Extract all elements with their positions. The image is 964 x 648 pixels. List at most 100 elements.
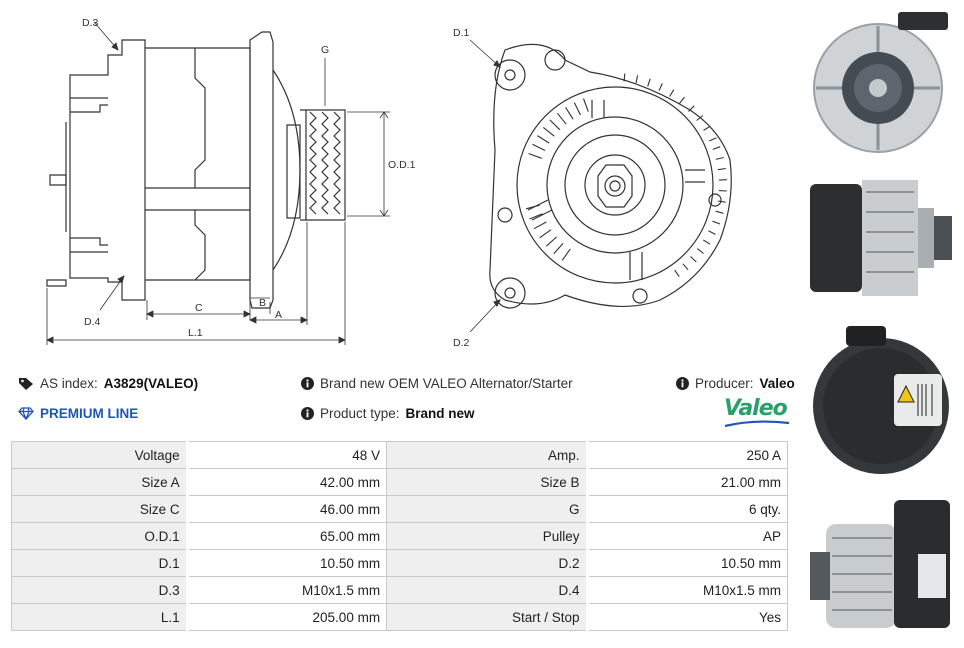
vent-slot xyxy=(696,248,704,254)
as-index-value: A3829(VALEO) xyxy=(103,376,199,391)
producer-value: Valeo xyxy=(759,376,795,391)
spec-value: 250 A xyxy=(586,441,789,469)
spec-label: D.1 xyxy=(11,549,189,577)
vent-slot xyxy=(709,137,717,142)
spec-value: 10.50 mm xyxy=(186,549,388,577)
vent-slot xyxy=(712,146,721,150)
spec-value: M10x1.5 mm xyxy=(586,576,789,604)
product-type-label: Product type: xyxy=(320,406,400,421)
vent-slot xyxy=(715,156,724,160)
spec-label: D.2 xyxy=(386,549,589,577)
spec-value: AP xyxy=(586,522,789,550)
label-d1: D.1 xyxy=(453,27,470,39)
vent-slot xyxy=(647,78,651,87)
vent-slot xyxy=(669,89,675,97)
vent-slot xyxy=(717,167,726,171)
spec-value: Yes xyxy=(586,603,789,631)
producer: Producer: Valeo xyxy=(676,376,795,391)
spec-value: 48 V xyxy=(186,441,388,469)
product-type: Product type: Brand new xyxy=(301,406,475,421)
spec-label: Start / Stop xyxy=(386,603,589,631)
vent-slot xyxy=(712,220,721,225)
spec-value: 42.00 mm xyxy=(186,468,388,496)
vent-slot xyxy=(537,135,550,144)
vent-slot xyxy=(525,204,540,210)
vent-slot xyxy=(658,83,663,91)
spec-value: 205.00 mm xyxy=(186,603,388,631)
spec-label: Size A xyxy=(11,468,189,496)
vent-slot xyxy=(539,229,552,239)
vent-slot xyxy=(553,242,564,255)
label-a: A xyxy=(275,309,282,321)
vent-slot xyxy=(682,263,689,271)
label-d4: D.4 xyxy=(84,316,101,328)
valeo-logo-text: Valeo xyxy=(724,396,788,421)
vent-slot xyxy=(528,152,542,159)
spec-value: M10x1.5 mm xyxy=(186,576,388,604)
side-view-diagram: D.3 G O.D.1 C B A D.4 L.1 xyxy=(46,17,416,345)
label-d2: D.2 xyxy=(453,337,470,349)
spec-label: O.D.1 xyxy=(11,522,189,550)
vent-slot xyxy=(635,75,639,84)
product-photo-front[interactable] xyxy=(806,8,954,168)
vent-slot xyxy=(549,119,561,131)
front-view-diagram: D.1 D.2 xyxy=(453,27,732,349)
premium-line-text: PREMIUM LINE xyxy=(40,406,139,421)
vent-slot xyxy=(717,200,726,203)
spec-label: Pulley xyxy=(386,522,589,550)
label-c: C xyxy=(195,302,203,314)
info-icon xyxy=(301,407,314,420)
product-photo-side[interactable] xyxy=(806,172,956,300)
label-l1: L.1 xyxy=(188,327,203,339)
vent-slot xyxy=(703,125,711,131)
spec-value: 46.00 mm xyxy=(186,495,388,523)
vent-slot xyxy=(556,112,567,125)
product-photo-rear[interactable] xyxy=(806,316,956,488)
spec-value: 10.50 mm xyxy=(586,549,789,577)
spec-label: L.1 xyxy=(11,603,189,631)
vent-slot xyxy=(565,107,574,120)
vent-slot xyxy=(532,143,546,151)
product-type-value: Brand new xyxy=(405,406,475,421)
spec-value: 65.00 mm xyxy=(186,522,388,550)
spec-label: Voltage xyxy=(11,441,189,469)
vent-slot xyxy=(561,248,571,261)
premium-line-badge[interactable]: PREMIUM LINE xyxy=(18,406,138,421)
vent-slot xyxy=(533,221,547,230)
spec-label: Amp. xyxy=(386,441,589,469)
vent-slot xyxy=(573,102,581,116)
vent-slot xyxy=(690,256,697,263)
as-index-label: AS index: xyxy=(40,376,98,391)
spec-label: G xyxy=(386,495,589,523)
tag-icon xyxy=(19,377,33,390)
spec-label: Size C xyxy=(11,495,189,523)
label-g: G xyxy=(321,44,329,56)
vent-slot xyxy=(623,73,626,82)
diamond-icon xyxy=(18,407,34,420)
vent-slot xyxy=(542,126,555,137)
label-d3: D.3 xyxy=(82,17,99,29)
spec-label: D.4 xyxy=(386,576,589,604)
label-b: B xyxy=(259,297,266,309)
producer-label: Producer: xyxy=(695,376,754,391)
spec-value: 6 qty. xyxy=(586,495,789,523)
product-description: Brand new OEM VALEO Alternator/Starter xyxy=(301,376,573,391)
product-photo-angle[interactable] xyxy=(806,494,956,644)
label-od1: O.D.1 xyxy=(388,159,416,171)
as-index: AS index: A3829(VALEO) xyxy=(18,376,198,391)
vent-slot xyxy=(582,98,589,112)
vent-slot xyxy=(708,230,716,235)
description-text: Brand new OEM VALEO Alternator/Starter xyxy=(320,376,573,391)
vent-slot xyxy=(703,239,711,245)
logo-swoosh xyxy=(724,420,790,428)
info-icon xyxy=(676,377,689,390)
vent-slot xyxy=(715,210,724,214)
spec-value: 21.00 mm xyxy=(586,468,789,496)
